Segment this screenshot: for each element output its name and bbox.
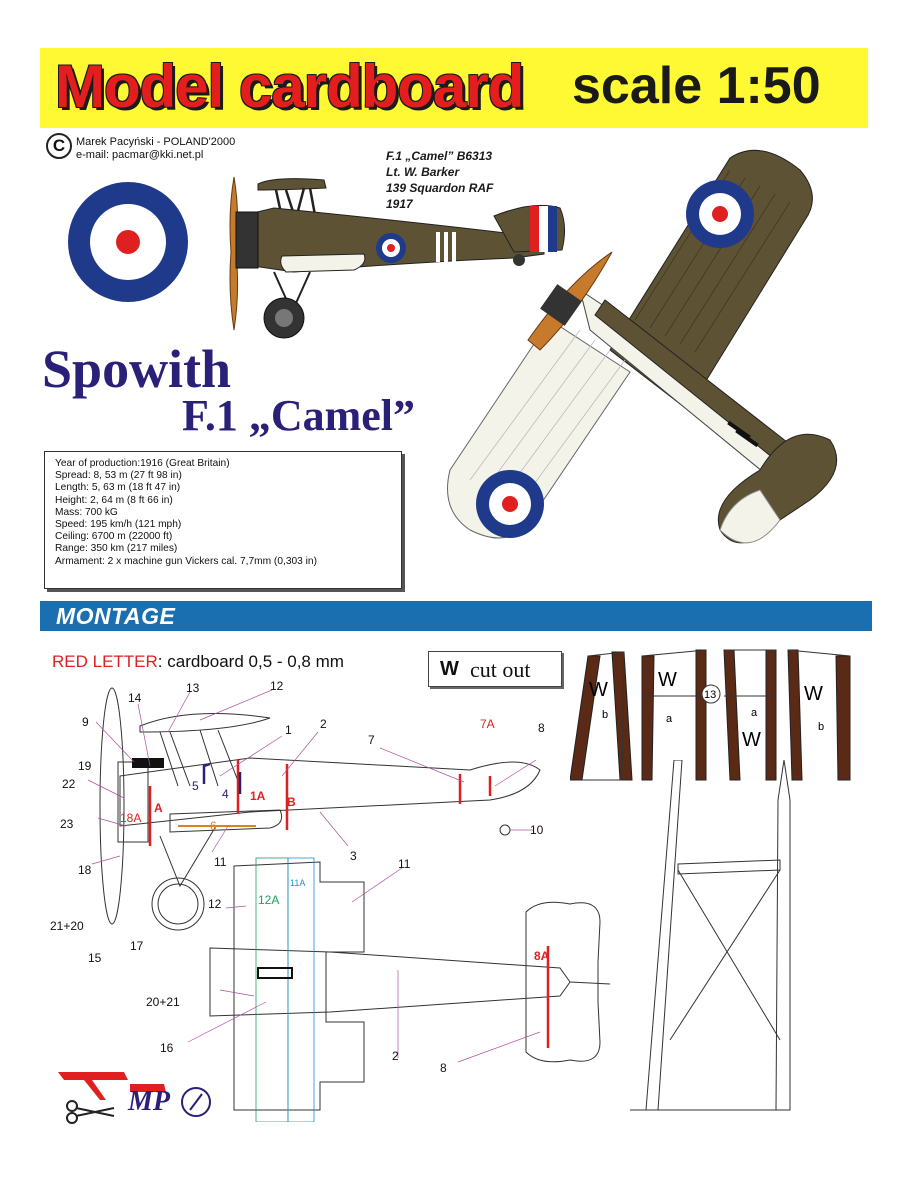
subject-aircraft: F.1 „Camel” B6313 [386,149,493,163]
subject-pilot: Lt. W. Barker [386,165,460,179]
part-label: 11 [398,857,411,871]
specifications-list: Year of production:1916 (Great Britain) … [55,458,401,568]
part-label: 1 [285,723,292,737]
part-label-red: 18A [120,811,141,825]
part-label: 6 [210,819,217,833]
part-label-red: 8A [534,949,550,963]
w-cut-out-legend: W cut out [428,651,562,687]
part-label: 3 [350,849,357,863]
logo-text: MP [127,1086,171,1117]
red-letter-text: : cardboard 0,5 - 0,8 mm [157,652,344,671]
banner-scale: scale 1:50 [572,57,821,115]
part-label: 15 [88,951,102,965]
part-label: 2 [392,1049,399,1063]
montage-heading: MONTAGE [56,603,176,629]
part-label: 16 [160,1041,174,1055]
email-line: e-mail: pacmar@kki.net.pl [76,149,204,161]
spec-item: Mass: 700 kG [55,506,118,518]
part-label: 21+20 [50,919,84,933]
red-letter-note: RED LETTER: cardboard 0,5 - 0,8 mm [52,652,344,672]
montage-side-diagram: 14 13 12 9 1 2 7 7A 8 19 22 23 18A A 5 4… [50,679,545,965]
strut-label: a [666,713,673,725]
part-label: 18 [78,863,92,877]
aircraft-name-title: Spowith [42,339,232,399]
subject-squadron: 139 Squardon RAF [386,181,494,195]
subject-info: F.1 „Camel” B6313 Lt. W. Barker 139 Squa… [386,148,493,212]
w-cut-letter: W [440,658,459,680]
spec-item: Ceiling: 6700 m (22000 ft) [55,531,173,543]
banner-title: Model cardboard [55,53,524,120]
spec-item: Range: 350 km (217 miles) [55,543,178,555]
spec-item: Year of production:1916 (Great Britain) [55,458,230,469]
part-label-green: 12A [258,893,279,907]
strut-label: b [818,721,824,733]
raf-roundel-icon [68,182,188,302]
header-banner: Model cardboard scale 1:50 [40,48,868,128]
side-view-airplane-illustration [229,176,566,339]
part-label: 7 [368,733,375,747]
spec-item: Spread: 8, 53 m (27 ft 98 in) [55,470,182,482]
part-label: 19 [78,759,92,773]
cabane-strut-diagram [630,760,791,1111]
red-letter-label: RED LETTER [52,652,158,671]
montage-top-diagram: 11 12 12A 11A 8A 20+21 16 2 8 [146,857,611,1122]
specifications-box: Year of production:1916 (Great Britain) … [44,451,402,589]
part-label: 13 [186,681,200,695]
part-label: 8 [440,1061,447,1075]
spec-item: Speed: 195 km/h (121 mph) [55,519,182,531]
spec-item: Armament: 2 x machine gun Vickers cal. 7… [55,555,317,567]
part-label-red: 1A [250,789,266,803]
part-label: 2 [320,717,327,731]
part-label-red: A [154,801,163,815]
subject-year: 1917 [386,197,413,211]
aircraft-model-title: F.1 „Camel” [182,391,416,440]
strut-label: b [602,709,608,721]
wing-struts-diagram: 13 W b W a a W W b [570,649,851,781]
part-label: 11 [214,855,227,869]
spec-item: Height: 2, 64 m (8 ft 66 in) [55,494,173,506]
part-label: 4 [222,787,229,801]
strut-label-w: W [589,679,608,701]
mp-logo: MP [58,1072,211,1124]
part-label: 22 [62,777,76,791]
part-label: 20+21 [146,995,180,1009]
part-label-blue: 11A [290,878,305,888]
part-label-red: 7A [480,717,495,731]
w-cut-text: cut out [470,657,531,682]
copyright-text: Marek Pacyński - POLAND'2000 e-mail: pac… [76,136,235,162]
part-label: 17 [130,939,144,953]
part-label: 5 [192,779,199,793]
strut-label-w: W [658,669,677,691]
strut-label: 13 [704,689,716,701]
spec-item: Length: 5, 63 m (18 ft 47 in) [55,482,181,494]
part-label: 23 [60,817,74,831]
strut-label-w: W [804,683,823,705]
part-label: 9 [82,715,89,729]
strut-label: a [751,707,758,719]
part-label: 14 [128,691,142,705]
part-label: 10 [530,823,544,837]
author-line: Marek Pacyński - POLAND'2000 [76,136,236,148]
part-label: 12 [208,897,222,911]
montage-section-header: MONTAGE [40,601,872,631]
copyright-icon: C [46,133,72,159]
top-view-airplane-illustration [447,149,838,544]
strut-label-w: W [742,729,761,751]
part-label-red: B [287,795,296,809]
part-label: 8 [538,721,545,735]
part-label: 12 [270,679,284,693]
